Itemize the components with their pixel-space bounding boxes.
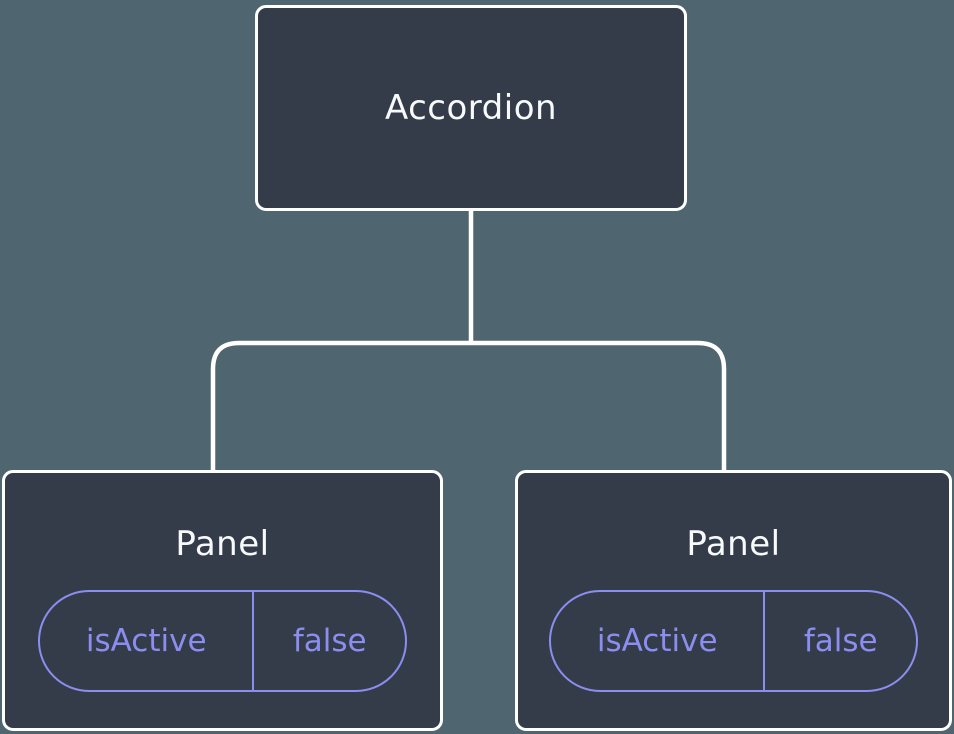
- prop-name: isActive: [40, 592, 255, 690]
- node-panel-1-label: Panel: [175, 524, 270, 564]
- node-accordion: Accordion: [255, 5, 687, 211]
- prop-pill: isActive false: [38, 590, 407, 692]
- node-panel-2-label: Panel: [686, 524, 781, 564]
- node-accordion-label: Accordion: [384, 88, 558, 128]
- node-panel-1: Panel isActive false: [2, 470, 443, 731]
- prop-value: false: [803, 623, 878, 659]
- prop-value: false: [292, 623, 367, 659]
- prop-pill: isActive false: [549, 590, 918, 692]
- prop-name: isActive: [551, 592, 766, 690]
- node-panel-2: Panel isActive false: [515, 470, 952, 731]
- connector-branch: [210, 340, 727, 472]
